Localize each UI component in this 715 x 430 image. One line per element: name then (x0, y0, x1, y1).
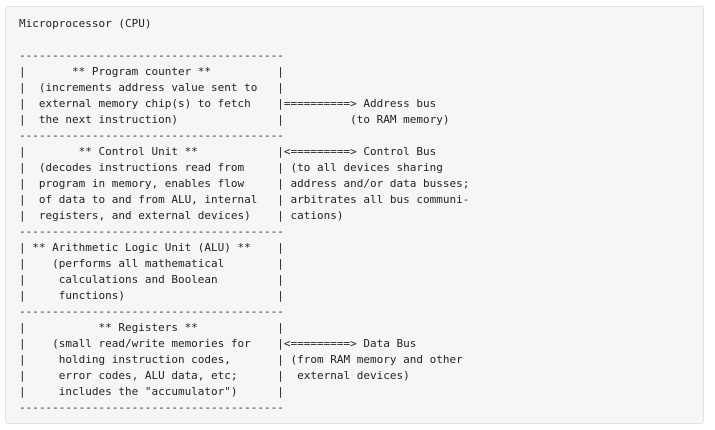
program-counter-heading: | ** Program counter ** | (19, 65, 284, 78)
address-bus-line: | external memory chip(s) to fetch |====… (19, 97, 437, 110)
diagram-line: | registers, and external devices) | cat… (19, 209, 344, 222)
diagram-title: Microprocessor (CPU) (19, 17, 152, 30)
diagram-line: | includes the "accumulator") | (19, 385, 284, 398)
diagram-line: | (decodes instructions read from | (to … (19, 161, 443, 174)
registers-heading: | ** Registers ** | (19, 321, 284, 334)
data-bus-line: | (small read/write memories for |<=====… (19, 337, 417, 350)
diagram-line: | of data to and from ALU, internal | ar… (19, 193, 470, 206)
diagram-line: | (performs all mathematical | (19, 257, 284, 270)
cpu-ascii-diagram: Microprocessor (CPU) -------------------… (6, 7, 703, 416)
diagram-border: ---------------------------------------- (19, 49, 284, 62)
code-block: Microprocessor (CPU) -------------------… (5, 6, 704, 424)
diagram-line: | (increments address value sent to | (19, 81, 284, 94)
diagram-line: | program in memory, enables flow | addr… (19, 177, 470, 190)
diagram-line: | error codes, ALU data, etc; | external… (19, 369, 410, 382)
diagram-line: | holding instruction codes, | (from RAM… (19, 353, 463, 366)
alu-heading: | ** Arithmetic Logic Unit (ALU) ** | (19, 241, 284, 254)
diagram-border: ---------------------------------------- (19, 401, 284, 414)
diagram-border: ---------------------------------------- (19, 129, 284, 142)
diagram-line: | the next instruction) | (to RAM memory… (19, 113, 450, 126)
diagram-line: | calculations and Boolean | (19, 273, 284, 286)
diagram-border: ---------------------------------------- (19, 225, 284, 238)
control-unit-heading: | ** Control Unit ** |<=========> Contro… (19, 145, 437, 158)
diagram-line: | functions) | (19, 289, 284, 302)
diagram-border: ---------------------------------------- (19, 305, 284, 318)
diagram-line (19, 32, 703, 48)
